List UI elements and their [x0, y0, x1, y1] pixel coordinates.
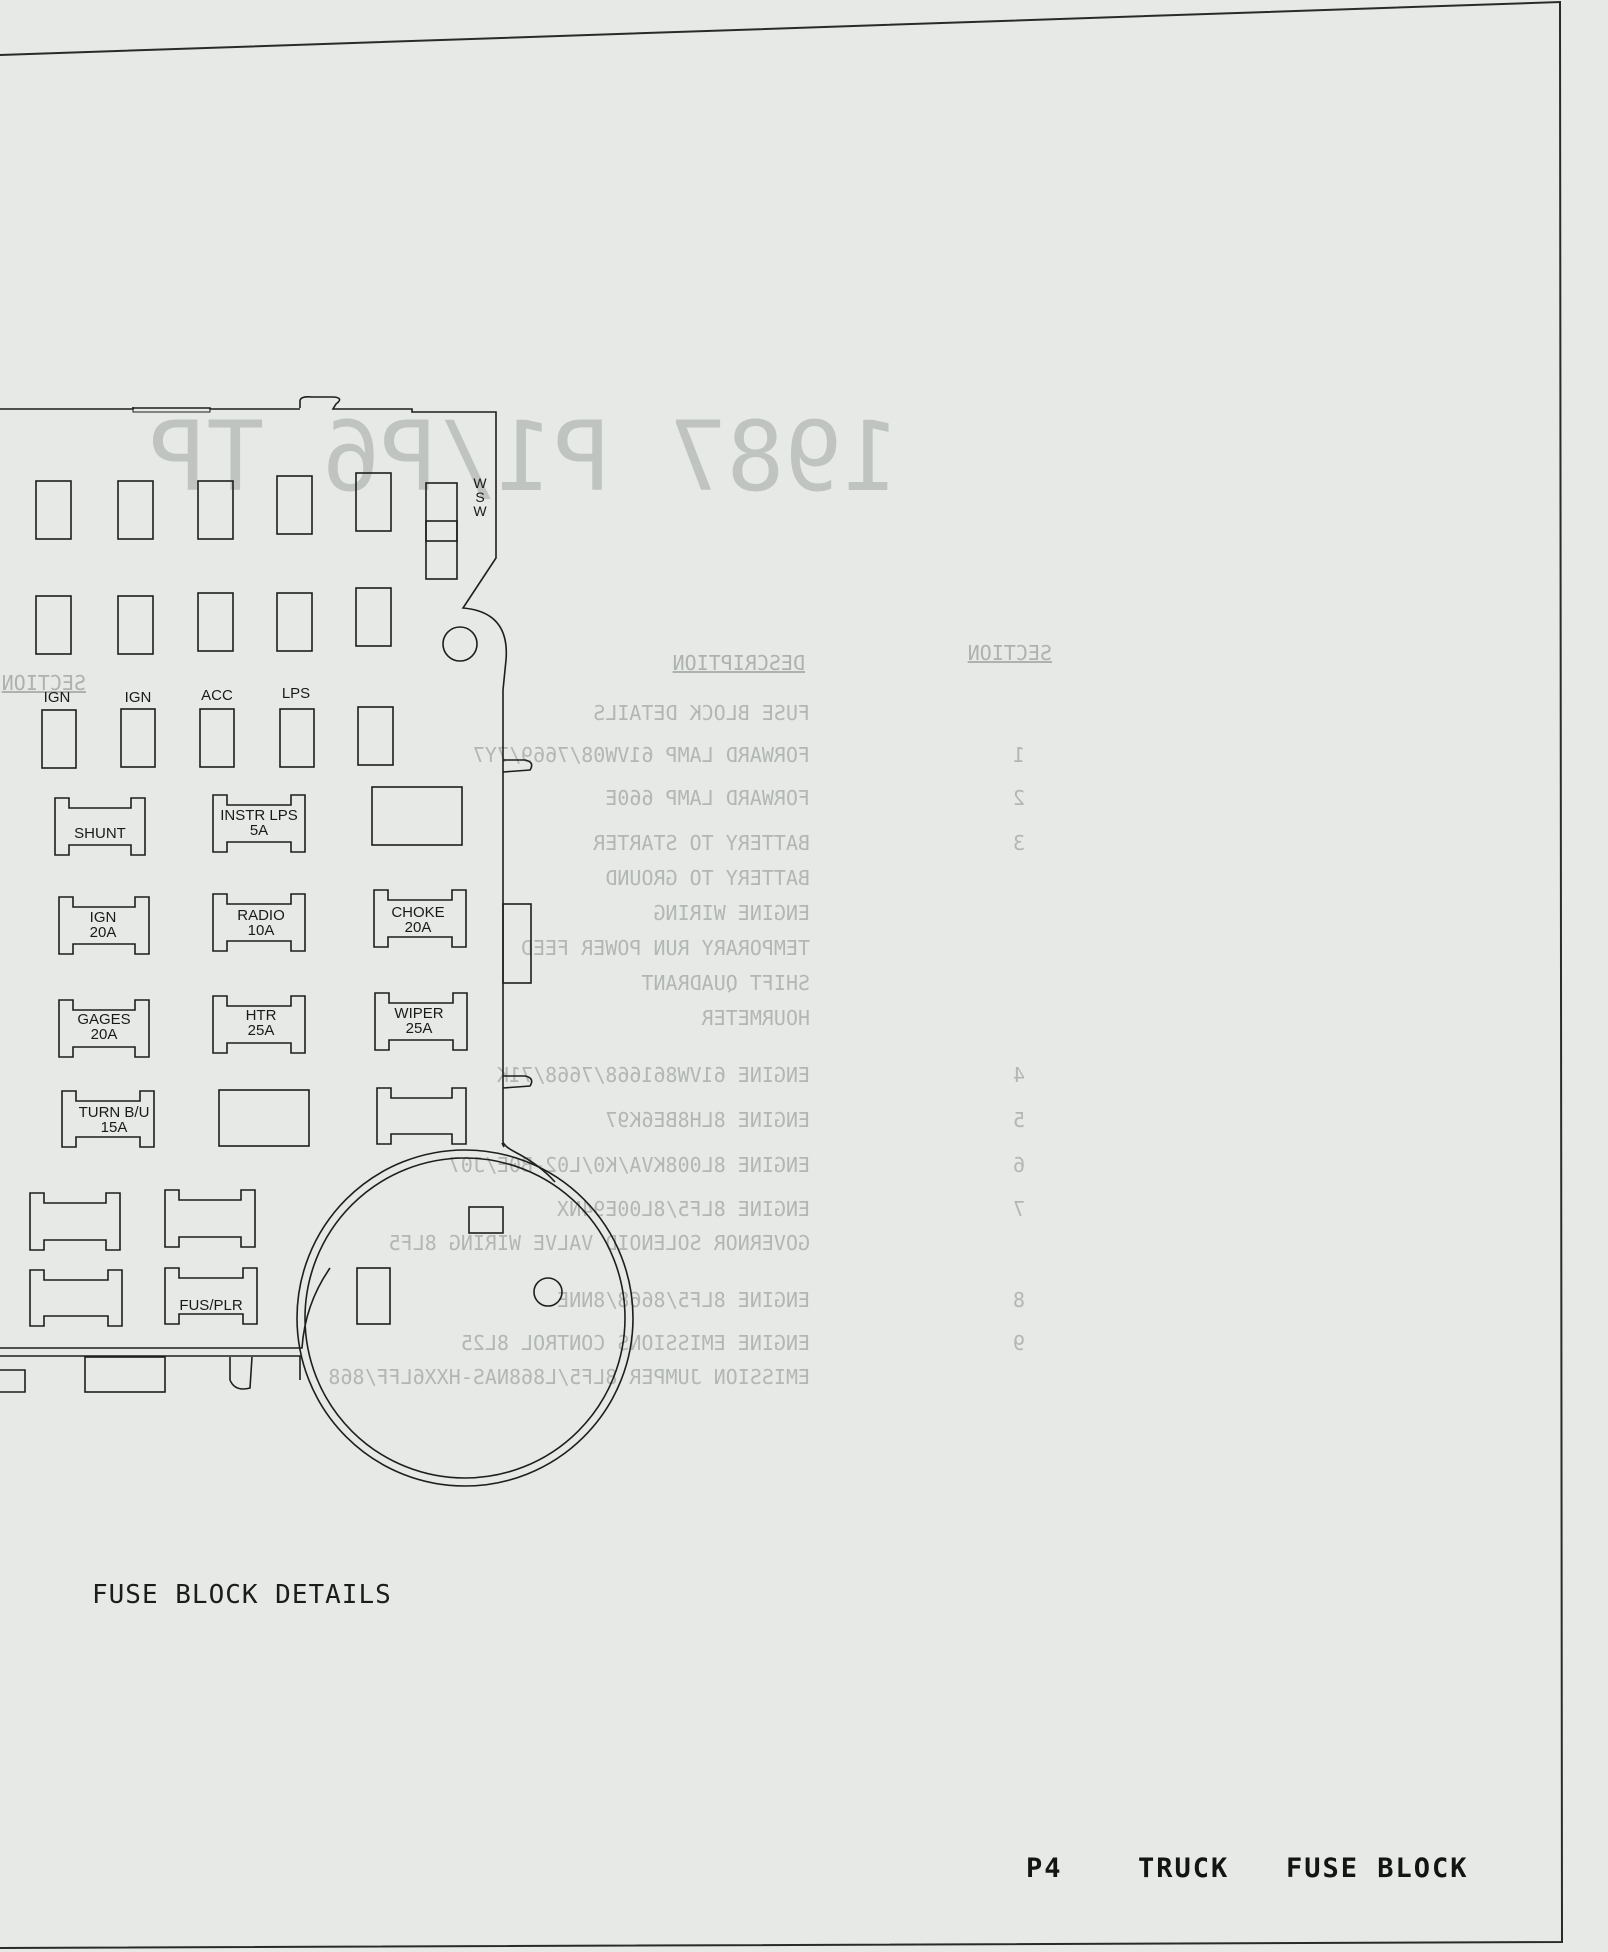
ghost-text: ENGINE 8LF5/8L00E94NX: [557, 1197, 810, 1221]
ghost-text: 9: [1013, 1331, 1025, 1355]
fuse-cavity: [29, 1269, 123, 1327]
ghost-text: TEMPORARY RUN POWER FEED: [521, 936, 810, 960]
ghost-text: BATTERY TO GROUND: [605, 866, 810, 890]
label-fus-plr: FUS/PLR: [179, 1297, 243, 1314]
ghost-text: SECTION: [2, 671, 86, 695]
fuse-cavity: [374, 992, 468, 1051]
fuse-block-outline: [0, 396, 556, 1393]
ghost-text: ENGINE EMISSIONS CONTROL 8L25: [461, 1331, 810, 1355]
ghost-text: FORWARD LAMP 660E: [605, 786, 810, 810]
ghost-text-layer: DESCRIPTION SECTION SECTION 1987 P1/P6 TP FU…: [2, 401, 1052, 1389]
fuse-cavity: [58, 999, 150, 1058]
ghost-text: 8: [1013, 1288, 1025, 1312]
ghost-text: ENGINE 8LH8BE6K97: [605, 1108, 810, 1132]
fuse-cavity: [373, 889, 467, 948]
footer-vehicle: TRUCK: [1138, 1853, 1230, 1884]
footer-page-number: P4: [1026, 1853, 1063, 1884]
ghost-text: DESCRIPTION: [673, 651, 805, 675]
ghost-text: ENGINE 61VW861668/7668/71K: [497, 1063, 810, 1087]
ghost-text: 5: [1013, 1108, 1025, 1132]
footer-section-title: FUSE BLOCK: [1286, 1853, 1469, 1884]
fuse-cavity: [164, 1189, 256, 1248]
ghost-text: 1: [1013, 743, 1025, 767]
cavity-grid: [35, 472, 463, 1147]
fuse-cavity: [164, 1267, 258, 1325]
ghost-text: ENGINE 8LF5/8668/8NNE: [557, 1288, 810, 1312]
ghost-text: BATTERY TO STARTER: [592, 831, 810, 855]
fuse-cavity: [212, 794, 306, 853]
ghost-text: 4: [1013, 1063, 1025, 1087]
fuse-cavities: [29, 794, 468, 1327]
ghost-text: 7: [1013, 1197, 1025, 1221]
round-connector: [296, 1149, 634, 1487]
label-ign-1: IGN: [44, 689, 71, 706]
ghost-text: GOVERNOR SOLENOID VALVE WIRING 8LF5: [389, 1231, 810, 1255]
ghost-text: FUSE BLOCK DETAILS: [593, 701, 810, 725]
ghost-text: EMISSION JUMPER 8LF5/L868NAS-HXX6LFF/868: [328, 1365, 810, 1389]
ghost-text: FORWARD LAMP 61VW08/7669/7Y7: [473, 743, 810, 767]
ghost-text: HOURMETER: [701, 1006, 810, 1030]
ghost-text: SECTION: [968, 641, 1052, 665]
fuse-cavity: [58, 896, 150, 955]
fuse-cavity: [54, 797, 146, 856]
fuse-cavity: [376, 1087, 467, 1145]
fuse-cavity: [29, 1192, 121, 1251]
ghost-text: ENGINE 8L008KVA/K0/L02-B0E/J07: [449, 1153, 810, 1177]
fuse-cavity: [212, 893, 306, 952]
fuse-cavity: [61, 1090, 155, 1148]
label-shunt: SHUNT: [74, 825, 126, 842]
ghost-text: 6: [1013, 1153, 1025, 1177]
ghost-text: 3: [1013, 831, 1025, 855]
fuse-cavity: [212, 995, 306, 1054]
label-acc: ACC: [201, 687, 233, 704]
ghost-title: 1987 P1/P6 TP: [149, 401, 900, 513]
ghost-text: SHIFT QUADRANT: [641, 971, 810, 995]
diagram-caption: FUSE BLOCK DETAILS: [92, 1580, 392, 1610]
sheet-border: [0, 0, 1564, 1949]
label-lps: LPS: [282, 685, 310, 702]
label-ign-2: IGN: [125, 689, 152, 706]
ghost-text: 2: [1013, 786, 1025, 810]
ghost-text: ENGINE WIRING: [653, 901, 810, 925]
